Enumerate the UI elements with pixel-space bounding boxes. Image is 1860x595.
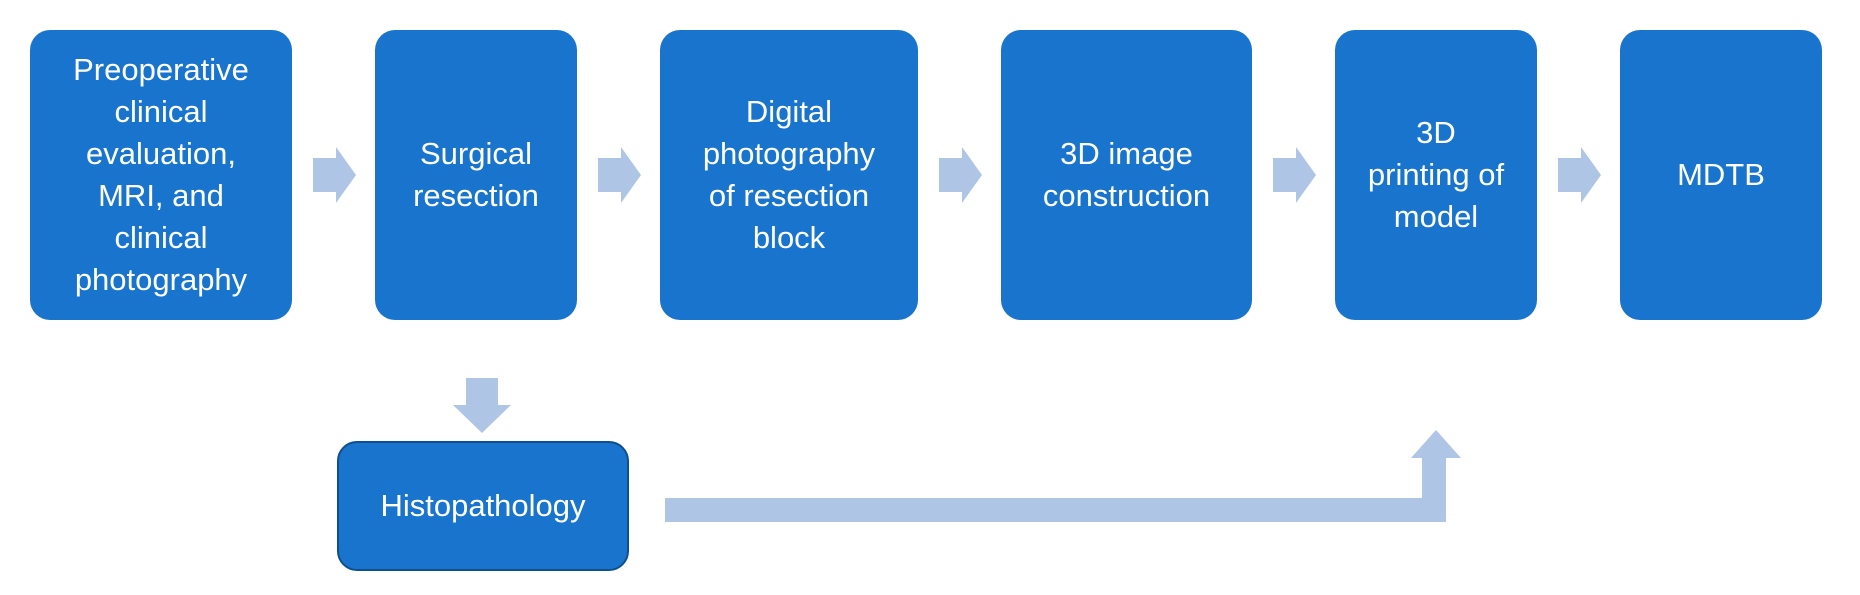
arrow-right-icon (313, 147, 356, 203)
step-surgical-resection: Surgical resection (375, 30, 577, 320)
step-preoperative-evaluation: Preoperative clinical evaluation, MRI, a… (30, 30, 292, 320)
step-label: Digital photography of resection block (702, 94, 876, 255)
arrow-right-icon (939, 147, 982, 203)
arrow-down-icon (453, 378, 511, 433)
step-label: Preoperative clinical evaluation, MRI, a… (73, 52, 249, 297)
step-histopathology: Histopathology (337, 441, 629, 571)
step-label: Histopathology (380, 488, 586, 523)
step-label: MDTB (1677, 157, 1765, 192)
step-digital-photography: Digital photography of resection block (660, 30, 918, 320)
arrow-right-icon (598, 147, 641, 203)
step-label: 3D image construction (1042, 136, 1211, 213)
step-label: 3D printing of model (1367, 115, 1505, 234)
step-3d-printing: 3D printing of model (1335, 30, 1537, 320)
step-mdtb: MDTB (1620, 30, 1822, 320)
arrow-right-icon (1273, 147, 1316, 203)
arrow-right-icon (1558, 147, 1601, 203)
step-3d-image-construction: 3D image construction (1001, 30, 1252, 320)
elbow-arrow-up-icon (665, 430, 1461, 522)
step-label: Surgical resection (413, 136, 539, 213)
